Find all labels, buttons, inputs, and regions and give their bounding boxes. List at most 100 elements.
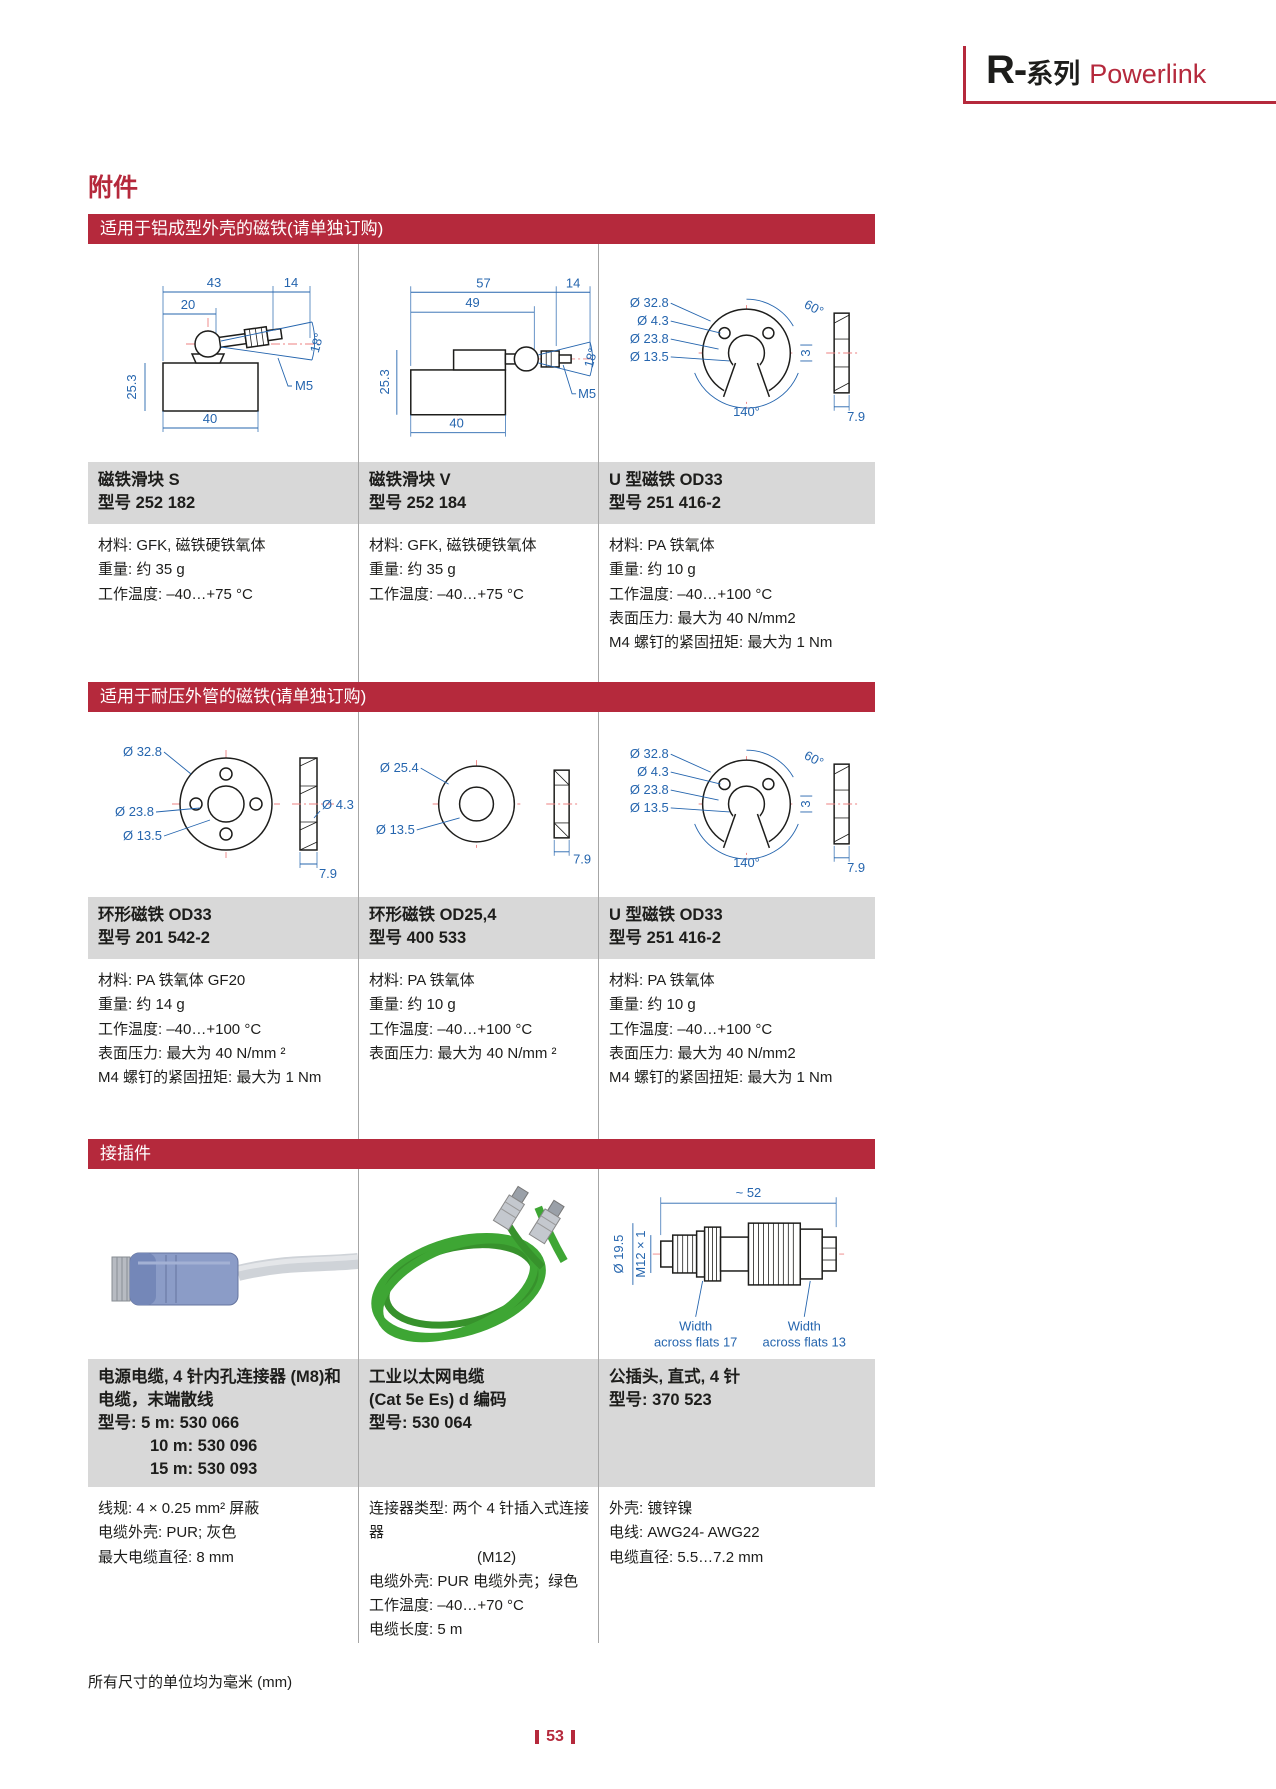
product-specs: 外壳: 镀锌镍 电线: AWG24- AWG22 电缆直径: 5.5…7.2 m… xyxy=(599,1487,875,1637)
spec-line: 线规: 4 × 0.25 mm² 屏蔽 xyxy=(98,1500,260,1517)
product-model: 型号 251 416-2 xyxy=(609,494,721,513)
spec-line: 工作温度: –40…+100 °C xyxy=(609,585,773,603)
series-letter: R- xyxy=(986,48,1027,92)
dim-label: ~ 52 xyxy=(736,1185,762,1200)
dim-label: Ø 23.8 xyxy=(630,331,669,346)
product-specs: 材料: PA 铁氧体 重量: 约 10 g 工作温度: –40…+100 °C … xyxy=(599,524,875,682)
product-title-bar: 环形磁铁 OD33 型号 201 542-2 xyxy=(88,897,358,959)
slider-v-technical-drawing: 57 49 14 25.3 18° M5 40 xyxy=(377,275,598,437)
page-number: 53 xyxy=(88,1728,1022,1746)
spec-line: 重量: 约 14 g xyxy=(98,996,185,1014)
series-label: 系列 xyxy=(1026,59,1081,89)
dim-label: M5 xyxy=(578,386,596,401)
spec-line: 材料: PA 铁氧体 GF20 xyxy=(98,972,246,989)
product-name: 磁铁滑块 S xyxy=(98,471,180,489)
product-name: 环形磁铁 OD33 xyxy=(98,906,212,924)
dim-label: 40 xyxy=(203,411,217,426)
ring-od33-drawing: Ø 32.8 Ø 23.8 Ø 13.5 Ø 4.3 7.9 xyxy=(88,712,358,897)
dim-label: 7.9 xyxy=(573,852,591,867)
product-title-bar: U 型磁铁 OD33 型号 251 416-2 xyxy=(599,462,875,524)
dim-label: 49 xyxy=(465,295,479,310)
product-model-line: 15 m: 530 093 xyxy=(150,1460,258,1479)
dim-label: 25.3 xyxy=(124,374,139,399)
dim-label: 140° xyxy=(733,403,760,418)
spec-line: 材料: PA 铁氧体 xyxy=(609,537,715,554)
dim-label: Ø 32.8 xyxy=(123,744,162,759)
spec-line: M4 螺钉的紧固扭矩: 最大为 1 Nm xyxy=(98,1069,322,1087)
dim-label: 57 xyxy=(476,275,490,290)
dim-label: 7.9 xyxy=(847,408,865,423)
spec-line: 工作温度: –40…+70 °C xyxy=(369,1597,524,1615)
product-title-bar: 环形磁铁 OD25,4 型号 400 533 xyxy=(359,897,598,959)
dim-label: 3 xyxy=(798,349,813,356)
spec-line: 电线: AWG24- AWG22 xyxy=(609,1524,760,1542)
dim-label: 14 xyxy=(566,275,580,290)
ethernet-cable-image xyxy=(371,1185,568,1343)
spec-line: 工作温度: –40…+75 °C xyxy=(369,585,524,603)
spec-line: 重量: 约 10 g xyxy=(609,996,696,1014)
dim-label: 18° xyxy=(581,346,598,369)
male-plug-technical-drawing: ~ 52 Ø 19.5 M12 × 1 Width across flats 1… xyxy=(611,1185,846,1350)
product-cell-male-plug: ~ 52 Ø 19.5 M12 × 1 Width across flats 1… xyxy=(598,1169,875,1643)
product-specs: 材料: GFK, 磁铁硬铁氧体 重量: 约 35 g 工作温度: –40…+75… xyxy=(359,524,598,682)
ring-od254-technical-drawing: Ø 25.4 Ø 13.5 7.9 xyxy=(376,760,591,867)
dim-label: 60° xyxy=(802,748,826,770)
slider-s-technical-drawing: 43 14 20 25.3 18° M5 40 xyxy=(124,275,326,432)
section-1-grid: 43 14 20 25.3 18° M5 40 磁铁滑块 S 型号 252 18… xyxy=(88,244,875,682)
product-cell-slider-v: 57 49 14 25.3 18° M5 40 磁铁滑块 V 型号 252 18… xyxy=(358,244,598,682)
product-name: U 型磁铁 OD33 xyxy=(609,471,723,489)
spec-line: 重量: 约 35 g xyxy=(369,561,456,579)
slider-v-drawing: 57 49 14 25.3 18° M5 40 xyxy=(359,244,598,462)
product-cell-slider-s: 43 14 20 25.3 18° M5 40 磁铁滑块 S 型号 252 18… xyxy=(88,244,358,682)
dim-label: Ø 23.8 xyxy=(630,782,669,797)
dim-label: Ø 25.4 xyxy=(380,760,419,775)
dim-label: 40 xyxy=(449,416,463,431)
slider-s-drawing: 43 14 20 25.3 18° M5 40 xyxy=(88,244,358,462)
dim-label: 60° xyxy=(802,296,826,318)
product-title-bar: 磁铁滑块 S 型号 252 182 xyxy=(88,462,358,524)
product-cell-ethernet-cable: 工业以太网电缆 (Cat 5e Es) d 编码 型号: 530 064 连接器… xyxy=(358,1169,598,1643)
male-plug-drawing: ~ 52 Ø 19.5 M12 × 1 Width across flats 1… xyxy=(599,1169,875,1359)
spec-line: 工作温度: –40…+100 °C xyxy=(98,1020,262,1038)
section-banner-connectors: 接插件 xyxy=(88,1139,875,1169)
dim-label: Ø 4.3 xyxy=(637,313,669,328)
spec-line: 电缆外壳: PUR 电缆外壳；绿色 xyxy=(369,1572,579,1590)
dim-label: M12 × 1 xyxy=(633,1230,648,1277)
spec-line: 工作温度: –40…+100 °C xyxy=(369,1020,533,1038)
page-number-bar-right xyxy=(570,1729,575,1744)
dim-label: Ø 13.5 xyxy=(630,800,669,815)
product-model: 型号 251 416-2 xyxy=(609,929,721,948)
dim-label: Ø 32.8 xyxy=(630,295,669,310)
dim-label: across flats 13 xyxy=(763,1335,846,1350)
product-model: 型号 252 182 xyxy=(98,494,196,513)
product-specs: 材料: PA 铁氧体 重量: 约 10 g 工作温度: –40…+100 °C … xyxy=(599,959,875,1139)
dim-label: Ø 13.5 xyxy=(376,822,415,837)
spec-line: 最大电缆直径: 8 mm xyxy=(98,1548,234,1566)
product-model: 型号 252 184 xyxy=(369,494,467,513)
power-cable-image xyxy=(111,1252,358,1306)
dim-label: 7.9 xyxy=(847,860,865,875)
product-name: U 型磁铁 OD33 xyxy=(609,906,723,924)
spec-line: 材料: PA 铁氧体 xyxy=(609,972,715,989)
dim-label: Width xyxy=(679,1319,712,1334)
spec-line: 重量: 约 10 g xyxy=(609,561,696,579)
dim-label: Ø 13.5 xyxy=(630,348,669,363)
units-note: 所有尺寸的单位均为毫米 (mm) xyxy=(88,1673,293,1691)
spec-line: 材料: GFK, 磁铁硬铁氧体 xyxy=(98,537,266,554)
dim-label: 20 xyxy=(181,297,195,312)
spec-line: 表面压力: 最大为 40 N/mm ² xyxy=(369,1044,557,1062)
product-name: 磁铁滑块 V xyxy=(369,471,451,489)
u-magnet-technical-drawing-2: Ø 32.8 Ø 4.3 Ø 23.8 Ø 13.5 60° 3 140° 7.… xyxy=(630,746,865,875)
product-name: Powerlink xyxy=(1089,59,1207,89)
spec-line: M4 螺钉的紧固扭矩: 最大为 1 Nm xyxy=(609,1069,833,1087)
spec-line: 连接器类型: 两个 4 针插入式连接器 xyxy=(369,1500,590,1542)
product-model: 型号 400 533 xyxy=(369,929,467,948)
spec-line: 工作温度: –40…+75 °C xyxy=(98,585,253,603)
dim-label: 25.3 xyxy=(377,369,392,394)
dim-label: 3 xyxy=(798,800,813,807)
product-name: 工业以太网电缆 xyxy=(369,1368,485,1386)
spec-line: 工作温度: –40…+100 °C xyxy=(609,1020,773,1038)
section-3-grid: 电源电缆, 4 针内孔连接器 (M8)和电缆，末端散线 型号: 5 m: 530… xyxy=(88,1169,875,1643)
dim-label: Ø 23.8 xyxy=(115,804,154,819)
